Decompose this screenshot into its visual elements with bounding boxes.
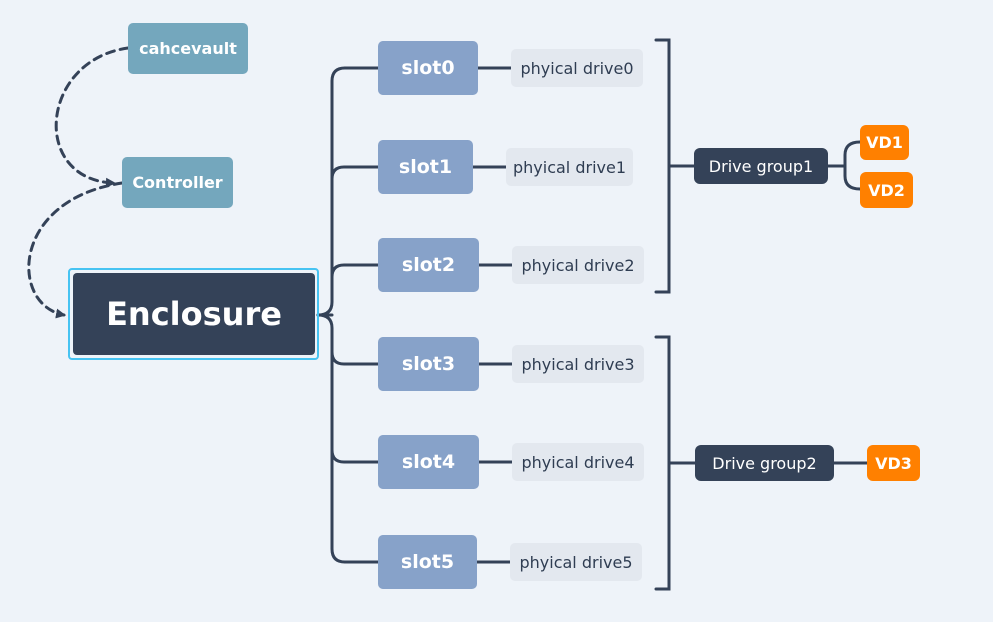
branch-slot2 <box>330 263 380 279</box>
enclosure-node[interactable]: Enclosure <box>73 273 315 355</box>
cachevault-node: cahcevault <box>128 23 248 74</box>
branch-slot3 <box>330 350 380 366</box>
vd-node-1: VD1 <box>860 125 909 160</box>
drive-node-2: phyical drive2 <box>512 246 644 284</box>
slot-node-4: slot4 <box>378 435 479 489</box>
vd-node-2: VD2 <box>860 172 913 208</box>
enclosure-selection-outline <box>68 268 319 360</box>
vd-node-3: VD3 <box>867 445 920 481</box>
drive-node-1: phyical drive1 <box>506 148 633 186</box>
drive-node-0: phyical drive0 <box>511 49 643 87</box>
controller-node: Controller <box>122 157 233 208</box>
group2-bracket <box>654 335 697 591</box>
drive-node-5: phyical drive5 <box>510 543 642 581</box>
slot-node-5: slot5 <box>378 535 477 589</box>
slot-node-0: slot0 <box>378 41 478 95</box>
drive-node-4: phyical drive4 <box>512 443 644 481</box>
group1-bracket <box>654 38 696 294</box>
group1-vd-fork <box>826 140 862 191</box>
drive-group-node-2: Drive group2 <box>695 445 834 481</box>
drive-group-node-1: Drive group1 <box>694 148 828 184</box>
cache-to-controller-arrow <box>54 46 130 188</box>
drive-node-3: phyical drive3 <box>512 345 644 383</box>
enclosure-bracket-top <box>316 66 347 317</box>
enclosure-bracket-bottom <box>316 313 347 564</box>
slot-node-1: slot1 <box>378 140 473 194</box>
branch-slot1 <box>330 165 380 181</box>
slot-node-3: slot3 <box>378 337 479 391</box>
controller-to-enclosure-arrow <box>27 181 124 319</box>
slot-node-2: slot2 <box>378 238 479 292</box>
branch-slot4 <box>330 448 380 464</box>
